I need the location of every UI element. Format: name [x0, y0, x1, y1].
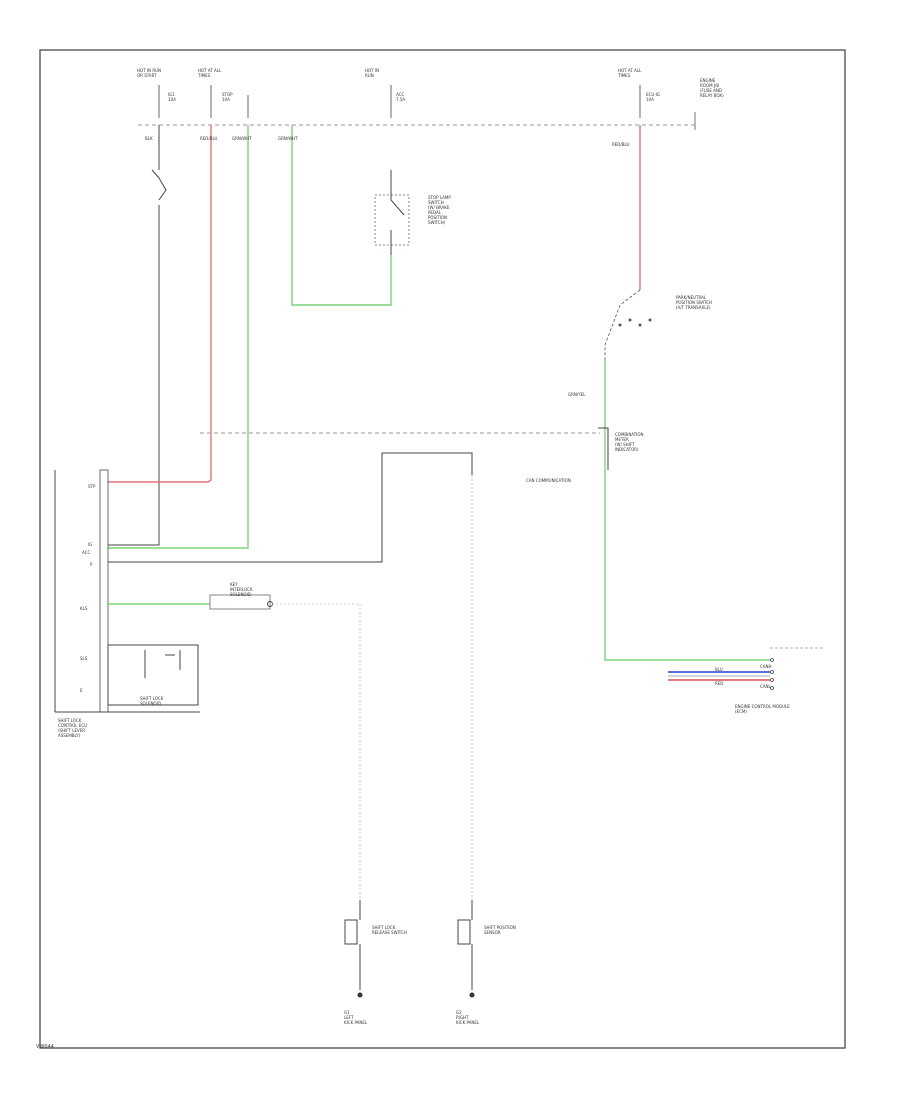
ecu-ig-fuse-label: ECU-IG 10A [646, 92, 660, 102]
stop-lamp-switch-box [374, 194, 410, 246]
ecu-pin-column [99, 469, 109, 713]
wire-green-label-2: GRN/WHT [278, 136, 298, 141]
wire-green-right [604, 360, 770, 661]
wire-red-label-1: RED/BLU [200, 136, 218, 141]
conn-canh-label: CANH [760, 664, 772, 669]
shift-lock-solenoid-coil [144, 650, 181, 678]
fuse-block-note: ENGINE ROOM J/B (FUSE AND RELAY BOX) [700, 78, 724, 98]
wire-blue-label: BLU [715, 667, 723, 672]
key-interlock-label: KEY INTERLOCK SOLENOID [230, 582, 253, 597]
park-neutral-switch-label: PARK/NEUTRAL POSITION SWITCH (A/T TRANSA… [676, 295, 712, 310]
acc-fuse-label: ACC 7.5A [396, 92, 406, 102]
wire-red-left [108, 125, 212, 483]
park-neutral-switch [604, 289, 641, 360]
wire-dashed-gnd-left [272, 603, 361, 900]
can-comm-label: CAN COMMUNICATION [526, 478, 571, 483]
ground-left-label: G1 LEFT KICK PANEL [344, 1010, 368, 1025]
fuse-label-hot-run-start: HOT IN RUN OR START [137, 68, 162, 78]
ecm-connector-pins [770, 658, 774, 690]
combo-meter-bracket [598, 427, 609, 470]
shift-lock-solenoid-box [107, 644, 199, 706]
conn-ig-label: IG [88, 542, 93, 547]
wire-red-label-right: RED/BLU [612, 142, 630, 147]
fuse-symbols [158, 85, 641, 118]
key-interlock-box [209, 594, 271, 610]
ground-right-label: G2 RIGHT KICK PANEL [456, 1010, 480, 1025]
stop-lamp-switch-label: STOP LAMP SWITCH (W/ BRAKE PEDAL POSITIO… [428, 195, 451, 225]
conn-e-label: E [80, 688, 83, 693]
wire-black-label-1: BLK [145, 136, 153, 141]
fuse-label-hot-at-all-times-1: HOT AT ALL TIMES [198, 68, 222, 78]
conn-kls-label: KLS [80, 606, 88, 611]
wire-green-label-1: GRN/WHT [232, 136, 252, 141]
shift-pos-sensor-box [457, 919, 471, 945]
shift-lock-ecu-label: SHIFT LOCK CONTROL ECU (SHIFT LEVER ASSE… [58, 718, 88, 738]
stop-lamp-switch-contact [390, 170, 405, 255]
combination-meter-label: COMBINATION METER (W/ SHIFT INDICATOR) [615, 432, 644, 452]
footer-code: VW044 [36, 1044, 54, 1050]
park-neutral-contacts [618, 318, 652, 327]
conn-box-mid [381, 452, 473, 475]
ground-right-dot [469, 992, 475, 998]
wire-green-label-right: GRN/YEL [568, 392, 586, 397]
fuse-label-hot-at-all-times-2: HOT AT ALL TIMES [618, 68, 642, 78]
conn-stp-label: STP [88, 484, 96, 489]
ecm-note-label: ENGINE CONTROL MODULE (ECM) [735, 704, 790, 714]
ground-left-dot [357, 992, 363, 998]
wire-black-left [108, 125, 160, 546]
stop-fuse-label: STOP 10A [222, 92, 233, 102]
shift-release-switch-box [344, 919, 358, 945]
conn-canl-label: CANL [760, 684, 771, 689]
conn-acc-label: ACC [82, 550, 91, 555]
fuse-label-hot-run: HOT IN RUN [365, 68, 380, 78]
diagram-frame [39, 49, 846, 1049]
shift-pos-sensor-label: SHIFT POSITION SENSOR [484, 925, 516, 935]
wire-red-can-label: RED [715, 681, 724, 686]
conn-p-label: P [90, 562, 93, 567]
conn-sls-label: SLS [80, 656, 88, 661]
ig-fuse-label: IG1 10A [168, 92, 176, 102]
switch-top-left [151, 169, 167, 201]
shift-lock-solenoid-label: SHIFT LOCK SOLENOID [140, 696, 164, 706]
wire-black-ecu [108, 475, 383, 563]
wire-green-stop [291, 125, 392, 306]
wire-green-left [108, 125, 249, 549]
shift-lock-release-label: SHIFT LOCK RELEASE SWITCH [372, 925, 407, 935]
